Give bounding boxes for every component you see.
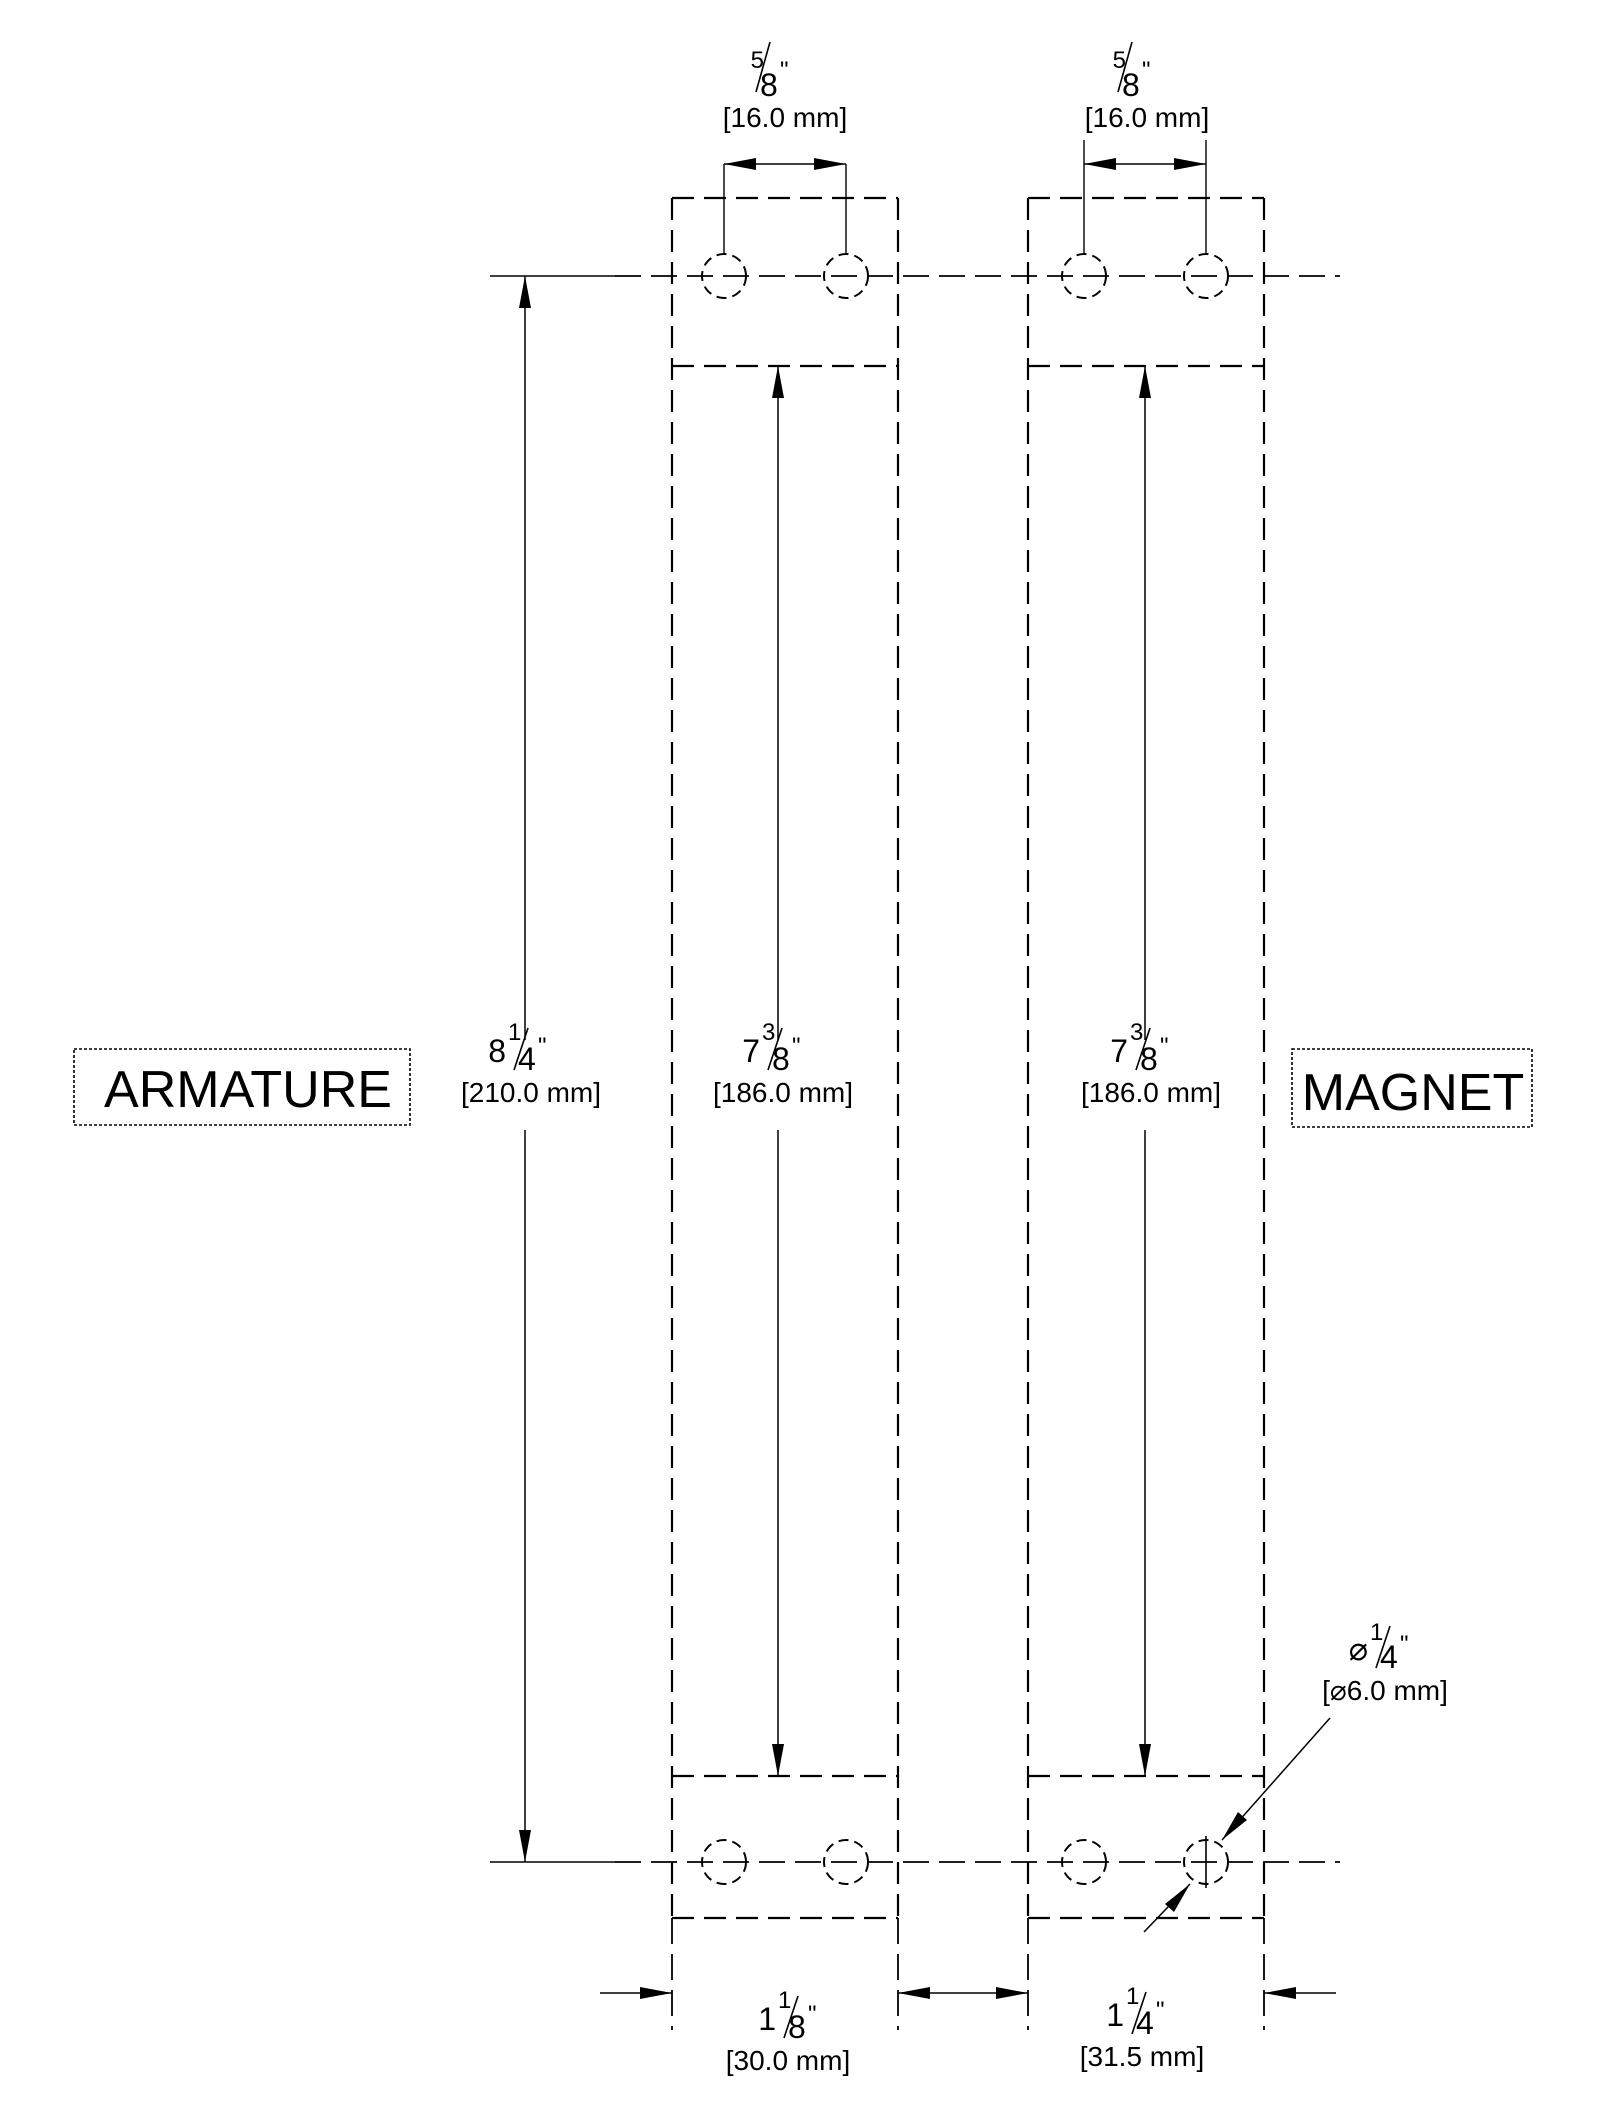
magnet-label-text: MAGNET (1302, 1064, 1524, 1122)
dim-mm: [16.0 mm] (723, 102, 847, 133)
dim-unit: " (538, 1033, 547, 1060)
dim-num: 5 (1113, 47, 1126, 74)
dim-num: 3 (1130, 1019, 1143, 1046)
dim-num: 5 (751, 47, 764, 74)
dim-den: 8 (1122, 67, 1140, 103)
dim-mm: [186.0 mm] (1081, 1077, 1221, 1108)
dim-num: 3 (762, 1019, 775, 1046)
dimension-magnet-width: 1 1 4 " [31.5 mm] (1080, 1983, 1204, 2072)
hole-armature-bottom-left (701, 1839, 747, 1885)
dim-den: 4 (1136, 2005, 1154, 2041)
dim-num: 1 (508, 1019, 521, 1046)
dimension-overall-height: 8 1 4 " [210.0 mm] (461, 276, 601, 1862)
dimension-width-lines (600, 1918, 1336, 2030)
dim-unit: " (1400, 1631, 1409, 1658)
dim-whole: 1 (1106, 1997, 1124, 2033)
dim-mm: [210.0 mm] (461, 1077, 601, 1108)
dimension-armature-inner-height: 7 3 8 " [186.0 mm] (713, 366, 853, 1776)
dim-unit: " (1156, 1997, 1165, 2024)
hole-center-lines (490, 275, 1340, 1863)
dim-whole: 1 (758, 2001, 776, 2037)
dim-diameter-symbol: ⌀ (1349, 1631, 1368, 1667)
dim-num: 1 (1370, 1619, 1383, 1646)
dim-unit: " (1142, 57, 1151, 84)
dim-mm: [186.0 mm] (713, 1077, 853, 1108)
dim-mm: [⌀6.0 mm] (1322, 1675, 1448, 1706)
dimension-magnet-inner-height: 7 3 8 " [186.0 mm] (1081, 366, 1221, 1776)
dim-den: 4 (518, 1041, 536, 1077)
dim-whole: 7 (1110, 1033, 1128, 1069)
dim-den: 8 (788, 2009, 806, 2045)
dimension-hole-diameter: ⌀ 1 4 " [⌀6.0 mm] (1143, 1619, 1448, 1933)
dim-mm: [16.0 mm] (1085, 102, 1209, 133)
dim-mm: [31.5 mm] (1080, 2041, 1204, 2072)
magnet-label: MAGNET (1291, 1048, 1533, 1128)
dim-unit: " (780, 57, 789, 84)
dim-den: 8 (772, 1041, 790, 1077)
dim-unit: " (792, 1033, 801, 1060)
magnet-outline (1026, 196, 1266, 1920)
dim-whole: 8 (488, 1033, 506, 1069)
dim-mm: [30.0 mm] (726, 2045, 850, 2076)
hole-armature-bottom-right (823, 1839, 869, 1885)
hole-magnet-bottom-left (1061, 1839, 1107, 1885)
armature-outline (670, 196, 900, 1920)
dimension-armature-width: 1 1 8 " [30.0 mm] (726, 1987, 850, 2076)
armature-label: ARMATURE (73, 1048, 411, 1126)
dim-den: 8 (760, 67, 778, 103)
dim-den: 8 (1140, 1041, 1158, 1077)
dimension-magnet-hole-spacing: 5 8 " [16.0 mm] (1083, 41, 1209, 254)
armature-label-text: ARMATURE (104, 1061, 392, 1119)
dim-num: 1 (1126, 1983, 1139, 2010)
dim-den: 4 (1380, 1639, 1398, 1675)
dim-num: 1 (778, 1987, 791, 2014)
dimension-armature-hole-spacing: 5 8 " [16.0 mm] (723, 41, 847, 254)
dim-unit: " (1160, 1033, 1169, 1060)
dim-unit: " (808, 2001, 817, 2028)
dim-whole: 7 (742, 1033, 760, 1069)
